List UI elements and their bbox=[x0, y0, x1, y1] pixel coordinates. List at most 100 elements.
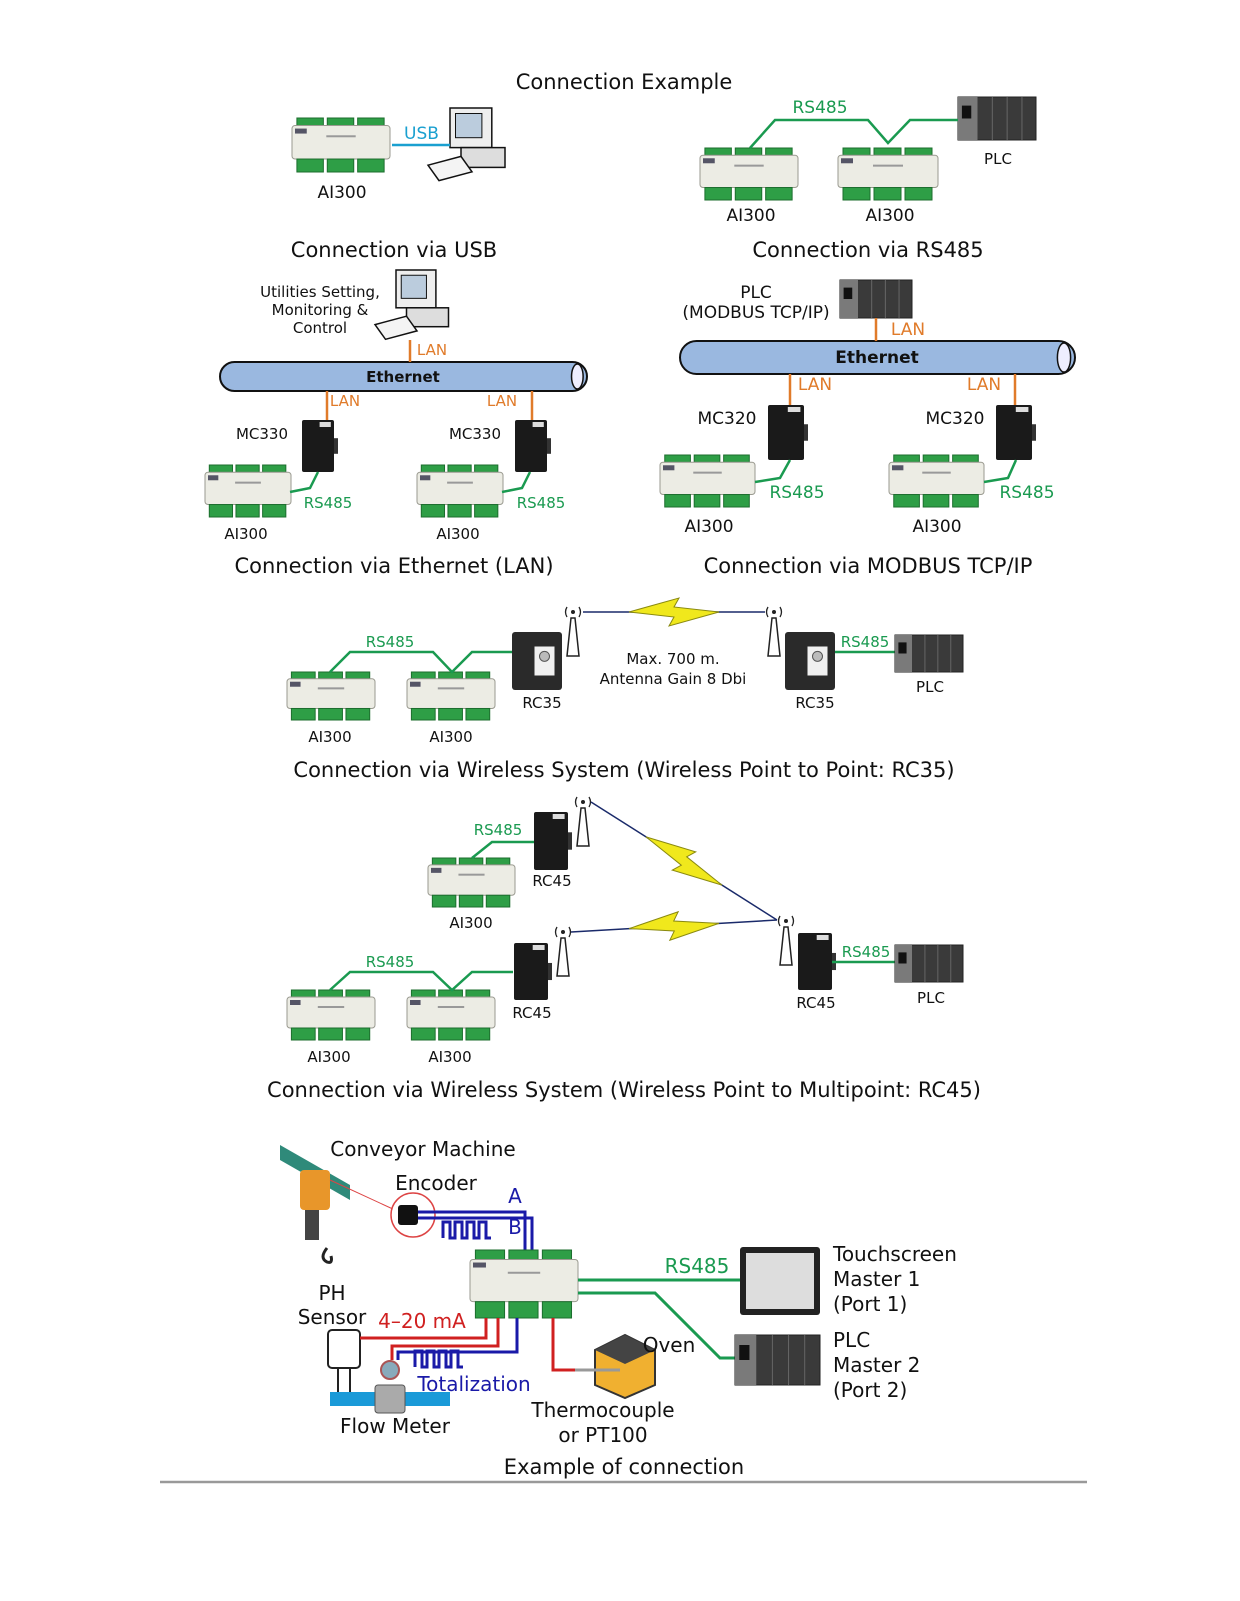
module-text bbox=[437, 687, 465, 690]
terminal-block bbox=[693, 454, 721, 463]
oven-label: Oven bbox=[643, 1333, 696, 1357]
rs485-link-label: RS485 bbox=[792, 98, 847, 118]
terminal-block bbox=[235, 464, 260, 473]
gateway-body bbox=[534, 812, 568, 870]
wireless-link bbox=[583, 597, 765, 627]
lightning-bolt bbox=[628, 910, 720, 942]
master2-port-label: (Port 2) bbox=[833, 1378, 907, 1402]
terminal-block bbox=[357, 158, 385, 173]
terminal-block bbox=[873, 187, 902, 201]
terminal-block bbox=[438, 989, 463, 998]
terminal-block bbox=[208, 464, 234, 473]
flow-meter-analog-wire bbox=[390, 1318, 500, 1360]
terminal-block bbox=[664, 454, 691, 463]
antenna-tip bbox=[581, 800, 585, 804]
mc320-label: MC320 bbox=[926, 409, 985, 429]
hook bbox=[321, 1247, 333, 1264]
terminal-block bbox=[447, 504, 472, 518]
module-body bbox=[469, 1259, 579, 1303]
terminal-block bbox=[474, 464, 499, 473]
terminal-block bbox=[873, 147, 902, 156]
antenna-tip bbox=[571, 610, 575, 614]
terminal-block bbox=[290, 1027, 316, 1041]
terminal-block bbox=[474, 1249, 506, 1261]
mc320-label: MC320 bbox=[698, 409, 757, 429]
ai300-module bbox=[204, 464, 292, 518]
gateway-logo bbox=[552, 814, 565, 819]
terminal-block bbox=[541, 1301, 573, 1319]
flow-meter-body bbox=[374, 1384, 406, 1414]
terminal-block bbox=[438, 1027, 463, 1041]
ai300-module bbox=[416, 464, 504, 518]
terminal-block bbox=[904, 187, 933, 201]
plc-icon bbox=[734, 1334, 821, 1386]
bus-pipe bbox=[219, 361, 588, 392]
ai300-label: AI300 bbox=[449, 914, 492, 932]
gateway-logo bbox=[532, 945, 545, 950]
rs485-cable bbox=[289, 471, 320, 494]
plc-label: PLC bbox=[740, 283, 772, 303]
terminal-block bbox=[465, 671, 491, 680]
range-note: Max. 700 m. bbox=[626, 650, 719, 668]
terminal-block bbox=[447, 464, 472, 473]
rs485-label: RS485 bbox=[665, 1254, 730, 1278]
brand-logo bbox=[290, 681, 301, 687]
terminal-block bbox=[485, 894, 511, 908]
terminal-block bbox=[842, 187, 871, 201]
plc-protocol-label: (MODBUS TCP/IP) bbox=[682, 303, 829, 323]
screen bbox=[400, 274, 427, 299]
signal-waves bbox=[554, 926, 572, 938]
lightning-bolt bbox=[628, 597, 720, 627]
pc-label-line: Control bbox=[293, 319, 347, 337]
signal-waves bbox=[574, 796, 592, 808]
gateway-device bbox=[798, 933, 836, 990]
antenna-gain-note: Antenna Gain 8 Dbi bbox=[600, 670, 747, 688]
wireless-link bbox=[570, 910, 778, 942]
brand-logo bbox=[410, 681, 421, 687]
ai300-module bbox=[659, 454, 756, 508]
terminal-block bbox=[474, 1301, 506, 1319]
pc-label-line: Utilities Setting, bbox=[260, 283, 380, 301]
totalization-label: Totalization bbox=[416, 1372, 530, 1396]
terminal-block bbox=[290, 671, 316, 680]
rs485-cable bbox=[501, 471, 532, 494]
ai300-label: AI300 bbox=[428, 1048, 471, 1066]
terminal-block bbox=[431, 894, 457, 908]
terminal-block bbox=[208, 504, 234, 518]
screen bbox=[455, 113, 483, 139]
ai300-module bbox=[427, 857, 516, 908]
brand-logo bbox=[420, 475, 431, 481]
terminal-block bbox=[704, 147, 732, 156]
ai300-module bbox=[406, 989, 496, 1041]
antenna-icon bbox=[574, 796, 592, 847]
ai300-label: AI300 bbox=[308, 728, 351, 746]
rs485-cable bbox=[749, 118, 958, 149]
hoist bbox=[300, 1170, 330, 1210]
encoder-label: Encoder bbox=[395, 1171, 478, 1195]
terminal-block bbox=[296, 117, 324, 127]
ph-meter bbox=[327, 1329, 361, 1369]
channel-b-label: B bbox=[508, 1215, 522, 1239]
terminal-block bbox=[704, 187, 732, 201]
brand-logo bbox=[473, 1262, 486, 1268]
gateway-logo bbox=[787, 407, 801, 412]
rs485-cable bbox=[329, 650, 512, 674]
computer-icon bbox=[373, 269, 450, 341]
channel-a-wire bbox=[418, 1210, 527, 1255]
antenna-tip bbox=[772, 610, 776, 614]
signal-waves bbox=[777, 915, 795, 927]
module-text bbox=[326, 135, 356, 138]
ai300-module bbox=[291, 117, 391, 173]
master2-label: PLC bbox=[833, 1328, 870, 1352]
ethernet-lan-heading: Connection via Ethernet (LAN) bbox=[234, 554, 553, 578]
terminal-block bbox=[465, 1027, 491, 1041]
terminal-block bbox=[541, 1249, 573, 1261]
gateway-device bbox=[996, 405, 1036, 460]
module-text bbox=[922, 471, 951, 474]
brand-logo bbox=[892, 465, 904, 471]
wireless-link bbox=[590, 801, 778, 921]
module-text bbox=[437, 1006, 465, 1008]
module-text bbox=[507, 1271, 541, 1274]
gateway-body bbox=[798, 933, 832, 990]
